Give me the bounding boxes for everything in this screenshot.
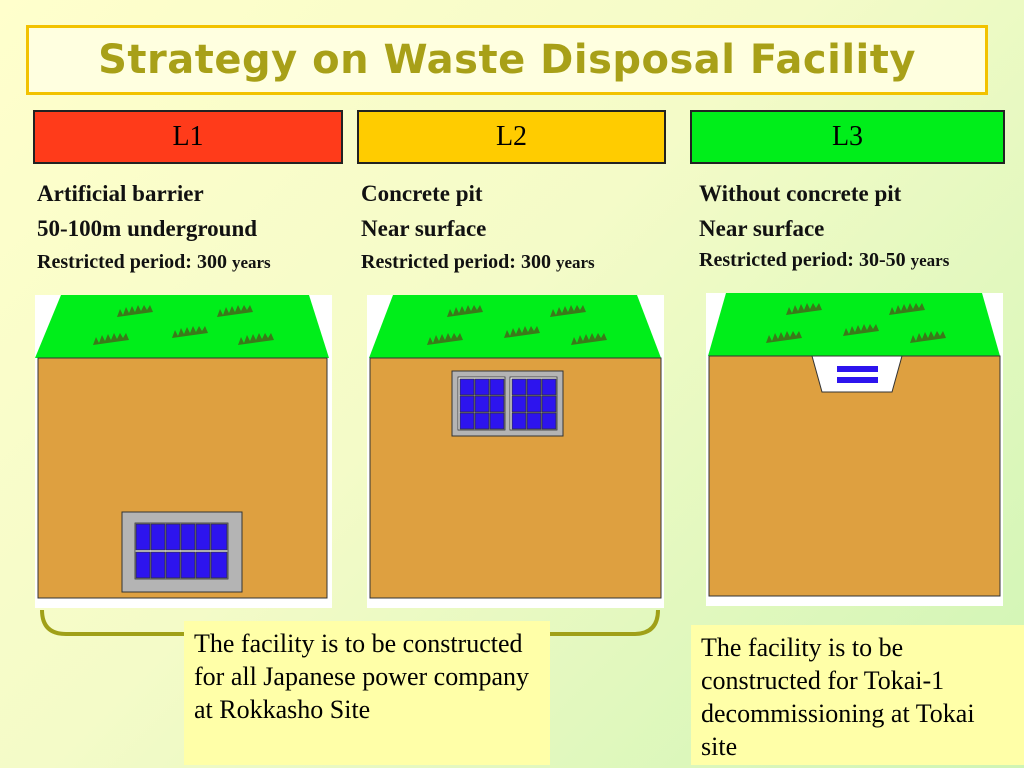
waste-blocks: [135, 523, 228, 579]
waste-block: [837, 366, 878, 372]
restricted-period: Restricted period: 300 years: [37, 251, 271, 273]
shrub-icon: [766, 303, 946, 343]
waste-blocks: [459, 378, 557, 430]
level-description-l3: Without concrete pit Near surface Restri…: [699, 176, 949, 275]
page-title: Strategy on Waste Disposal Facility: [98, 37, 916, 83]
restricted-period: Restricted period: 30-50 years: [699, 249, 950, 271]
level-label-l2: L2: [495, 121, 528, 152]
description-line: Without concrete pit: [699, 181, 902, 206]
grass-surface: [369, 295, 661, 358]
note-tokai: The facility is to be constructed for To…: [691, 625, 1024, 765]
level-label-l3: L3: [831, 121, 864, 152]
shrub-icon: [427, 305, 607, 345]
waste-block: [837, 377, 878, 383]
facility-illustration-l2: [367, 295, 664, 608]
level-header-l1: L1: [33, 110, 343, 164]
level-label-l1: L1: [172, 121, 204, 152]
level-description-l1: Artificial barrier 50-100m underground R…: [37, 176, 271, 279]
restricted-period: Restricted period: 300 years: [361, 251, 595, 273]
description-line: 50-100m underground: [37, 216, 258, 241]
description-line: Artificial barrier: [37, 181, 204, 206]
note-rokkasho: The facility is to be constructed for al…: [184, 621, 550, 765]
description-line: Concrete pit: [361, 181, 483, 206]
level-header-l3: L3: [690, 110, 1005, 164]
shrub-icon: [93, 305, 274, 345]
grass-surface: [35, 295, 329, 358]
ground-layer: [708, 355, 1001, 597]
trench-disposal: [811, 355, 903, 393]
level-header-l2: L2: [357, 110, 666, 164]
facility-illustration-l3: [706, 293, 1003, 606]
concrete-pit: [451, 370, 564, 437]
description-line: Near surface: [699, 216, 825, 241]
facility-illustration-l1: [35, 295, 332, 608]
grass-surface: [708, 293, 1000, 356]
description-line: Near surface: [361, 216, 487, 241]
level-description-l2: Concrete pit Near surface Restricted per…: [361, 176, 595, 279]
title-banner: Strategy on Waste Disposal Facility: [26, 25, 988, 95]
artificial-barrier-vault: [121, 511, 243, 593]
